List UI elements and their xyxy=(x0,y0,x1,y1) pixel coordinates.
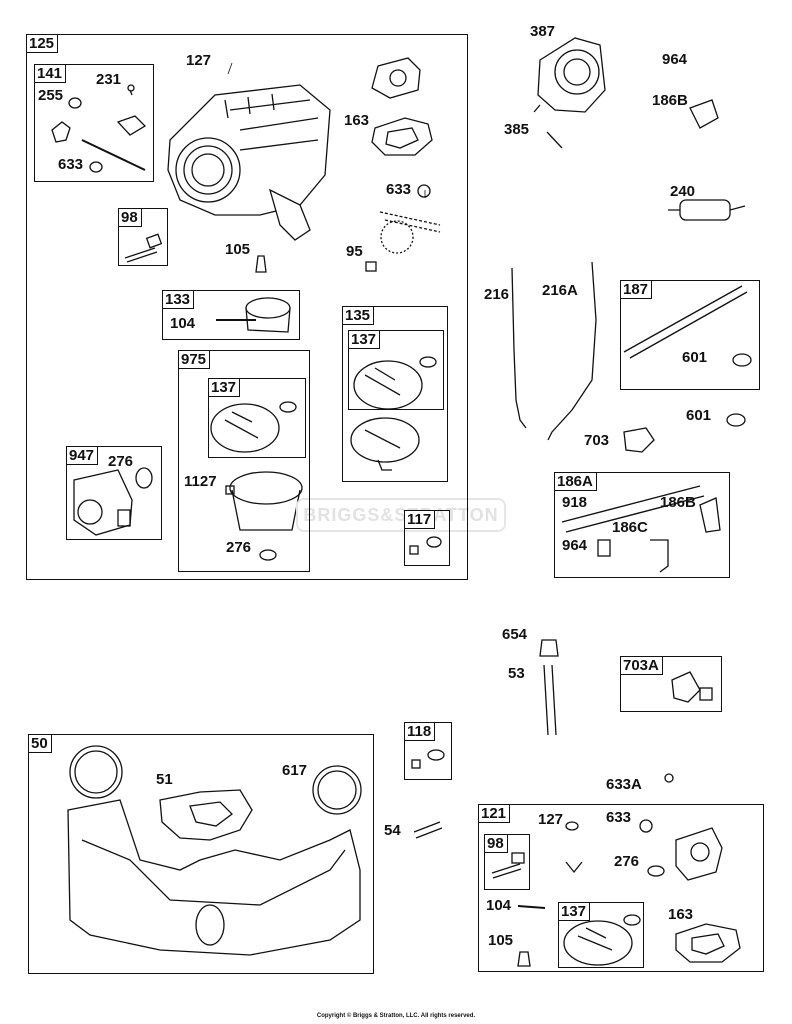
part-label-127: 127 xyxy=(538,811,564,828)
group-box-98-upper: 98 xyxy=(118,208,168,266)
group-label-186A: 186A xyxy=(554,472,597,491)
group-label-141: 141 xyxy=(34,64,67,83)
carburetor-body-drawing xyxy=(167,84,331,241)
part-label-54: 54 xyxy=(384,822,401,839)
part-label-186C: 186C xyxy=(612,519,648,536)
pin-spring-drawing-a xyxy=(124,233,163,263)
group-label-975: 975 xyxy=(178,350,211,369)
group-label-137-in-121: 137 xyxy=(558,902,591,921)
part-label-964: 964 xyxy=(562,537,588,554)
part-label-53: 53 xyxy=(508,665,525,682)
part-label-127: 127 xyxy=(186,52,212,69)
part-label-387: 387 xyxy=(530,23,556,40)
gasket-b-drawing xyxy=(371,117,433,156)
part-label-240: 240 xyxy=(670,183,696,200)
group-box-975: 975 xyxy=(178,350,310,572)
group-box-125: 125 xyxy=(26,34,468,580)
part-label-633: 633 xyxy=(58,156,84,173)
part-label-231: 231 xyxy=(96,71,122,88)
group-label-135: 135 xyxy=(342,306,375,325)
group-label-137-in-135: 137 xyxy=(348,330,381,349)
group-label-98-lower: 98 xyxy=(484,834,508,853)
part-label-964: 964 xyxy=(662,51,688,68)
part-label-601: 601 xyxy=(682,349,708,366)
gasket-a-drawing xyxy=(371,57,421,99)
group-label-187: 187 xyxy=(620,280,653,299)
part-label-385: 385 xyxy=(504,121,530,138)
part-label-186B: 186B xyxy=(660,494,696,511)
part-label-276: 276 xyxy=(614,853,640,870)
group-label-117: 117 xyxy=(404,510,436,529)
part-label-1127: 1127 xyxy=(184,473,217,490)
part-label-633: 633 xyxy=(386,181,412,198)
part-label-601: 601 xyxy=(686,407,712,424)
group-box-137-in-135: 137 xyxy=(348,330,444,410)
group-label-947: 947 xyxy=(66,446,99,465)
part-label-163: 163 xyxy=(668,906,694,923)
group-box-98-lower: 98 xyxy=(484,834,530,890)
part-label-105: 105 xyxy=(488,932,514,949)
group-box-50: 50 xyxy=(28,734,374,974)
group-label-121: 121 xyxy=(478,804,511,823)
group-label-50: 50 xyxy=(28,734,52,753)
part-label-276: 276 xyxy=(226,539,252,556)
group-label-137-in-975: 137 xyxy=(208,378,241,397)
group-box-135: 135 xyxy=(342,306,448,482)
group-box-137-in-975: 137 xyxy=(208,378,306,458)
group-box-137-in-121: 137 xyxy=(558,902,644,968)
group-box-187: 187 xyxy=(620,280,760,390)
part-label-186B: 186B xyxy=(652,92,688,109)
group-box-118: 118 xyxy=(404,722,452,780)
part-label-105: 105 xyxy=(225,241,251,258)
part-label-95: 95 xyxy=(346,243,363,260)
group-box-141: 141 xyxy=(34,64,154,182)
group-label-118: 118 xyxy=(404,722,436,741)
group-label-125: 125 xyxy=(26,34,59,53)
group-label-133: 133 xyxy=(162,290,195,309)
part-label-216: 216 xyxy=(484,286,510,303)
part-label-216A: 216A xyxy=(542,282,578,299)
group-label-98-upper: 98 xyxy=(118,208,142,227)
part-label-104: 104 xyxy=(486,897,512,914)
part-label-633: 633 xyxy=(606,809,632,826)
part-label-51: 51 xyxy=(156,771,173,788)
group-box-186A: 186A xyxy=(554,472,730,578)
copyright-text: Copyright © Briggs & Stratton, LLC. All … xyxy=(316,1013,476,1019)
part-label-633A: 633A xyxy=(606,776,642,793)
linkage-drawing xyxy=(51,84,147,173)
part-label-255: 255 xyxy=(38,87,64,104)
group-box-117: 117 xyxy=(404,510,450,566)
group-box-133: 133 xyxy=(162,290,300,340)
group-box-703A: 703A xyxy=(620,656,722,712)
part-label-654: 654 xyxy=(502,626,528,643)
part-label-703: 703 xyxy=(584,432,610,449)
part-label-918: 918 xyxy=(562,494,588,511)
part-label-617: 617 xyxy=(282,762,308,779)
part-label-104: 104 xyxy=(170,315,196,332)
group-box-947: 947 xyxy=(66,446,162,540)
group-label-703A: 703A xyxy=(620,656,663,675)
group-box-121: 121 xyxy=(478,804,764,972)
leader-lines xyxy=(227,62,426,198)
part-label-163: 163 xyxy=(344,112,370,129)
part-label-276: 276 xyxy=(108,453,134,470)
